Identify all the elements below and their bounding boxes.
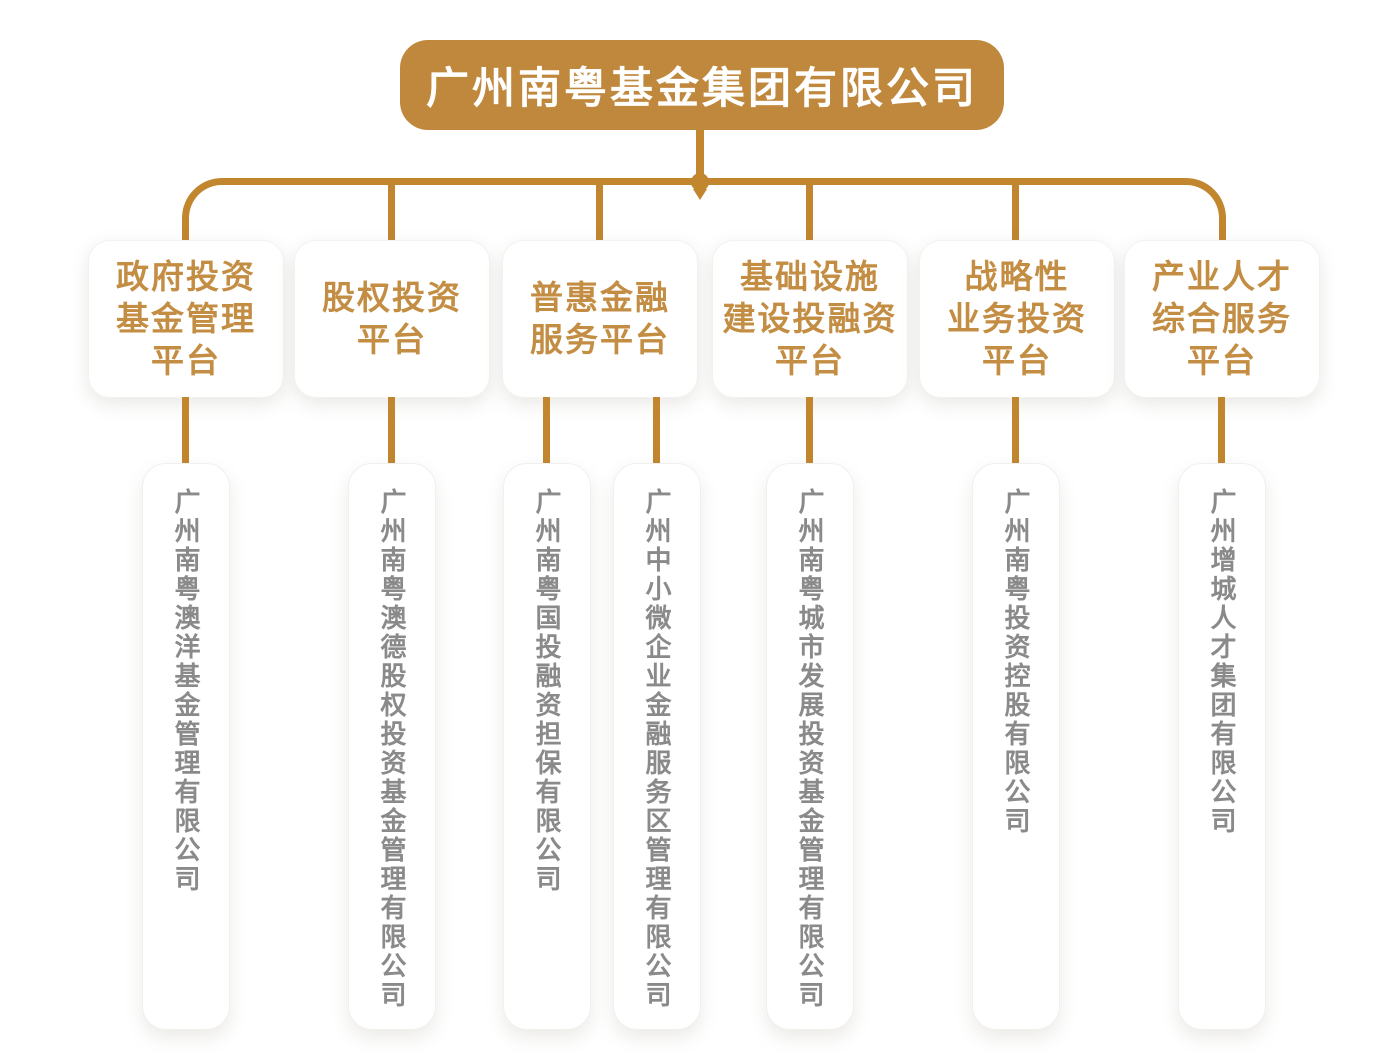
platform-node-government-investment-fund: 政府投资 基金管理 平台 <box>88 240 284 398</box>
connector-drop-company-6 <box>1012 397 1019 464</box>
company-name: 广州南粤投资控股有限公司 <box>1001 488 1031 836</box>
company-node: 广州南粤澳德股权投资基金管理有限公司 <box>348 463 436 1030</box>
platform-label: 基础设施 建设投融资 平台 <box>722 257 898 380</box>
company-name: 广州南粤城市发展投资基金管理有限公司 <box>795 488 825 1010</box>
connector-drop-company-3 <box>543 397 550 464</box>
connector-drop-platform-5 <box>1012 178 1019 240</box>
connector-junction-dot <box>691 173 709 191</box>
platform-node-equity-investment: 股权投资 平台 <box>294 240 490 398</box>
platform-label: 普惠金融 服务平台 <box>530 278 670 358</box>
company-node: 广州南粤投资控股有限公司 <box>972 463 1060 1030</box>
platform-label: 战略性 业务投资 平台 <box>947 257 1087 380</box>
connector-root-stem <box>696 130 704 178</box>
platform-node-industry-talent: 产业人才 综合服务 平台 <box>1124 240 1320 398</box>
company-name: 广州南粤澳洋基金管理有限公司 <box>171 488 201 894</box>
company-node: 广州南粤城市发展投资基金管理有限公司 <box>766 463 854 1030</box>
platform-node-infrastructure-financing: 基础设施 建设投融资 平台 <box>712 240 908 398</box>
platform-node-inclusive-finance: 普惠金融 服务平台 <box>502 240 698 398</box>
connector-drop-platform-4 <box>806 178 813 240</box>
connector-drop-company-4 <box>653 397 660 464</box>
connector-drop-platform-2 <box>388 178 395 240</box>
connector-drop-company-2 <box>388 397 395 464</box>
platform-node-strategic-business: 战略性 业务投资 平台 <box>919 240 1115 398</box>
platform-label: 政府投资 基金管理 平台 <box>116 257 256 380</box>
company-name: 广州增城人才集团有限公司 <box>1207 488 1237 836</box>
connector-drop-company-1 <box>182 397 189 464</box>
platform-label: 股权投资 平台 <box>322 278 462 358</box>
connector-junction-arrow-icon <box>693 189 707 200</box>
company-name: 广州南粤澳德股权投资基金管理有限公司 <box>377 488 407 1010</box>
company-node: 广州南粤澳洋基金管理有限公司 <box>142 463 230 1030</box>
connector-drop-company-7 <box>1218 397 1225 464</box>
company-node: 广州增城人才集团有限公司 <box>1178 463 1266 1030</box>
company-name: 广州中小微企业金融服务区管理有限公司 <box>642 488 672 1010</box>
company-name: 广州南粤国投融资担保有限公司 <box>532 488 562 894</box>
connector-drop-platform-3 <box>596 178 603 240</box>
company-node: 广州南粤国投融资担保有限公司 <box>503 463 591 1030</box>
company-node: 广州中小微企业金融服务区管理有限公司 <box>613 463 701 1030</box>
connector-drop-company-5 <box>806 397 813 464</box>
root-node-label: 广州南粤基金集团有限公司 <box>426 65 978 113</box>
root-node: 广州南粤基金集团有限公司 <box>400 40 1004 130</box>
platform-label: 产业人才 综合服务 平台 <box>1152 257 1292 380</box>
